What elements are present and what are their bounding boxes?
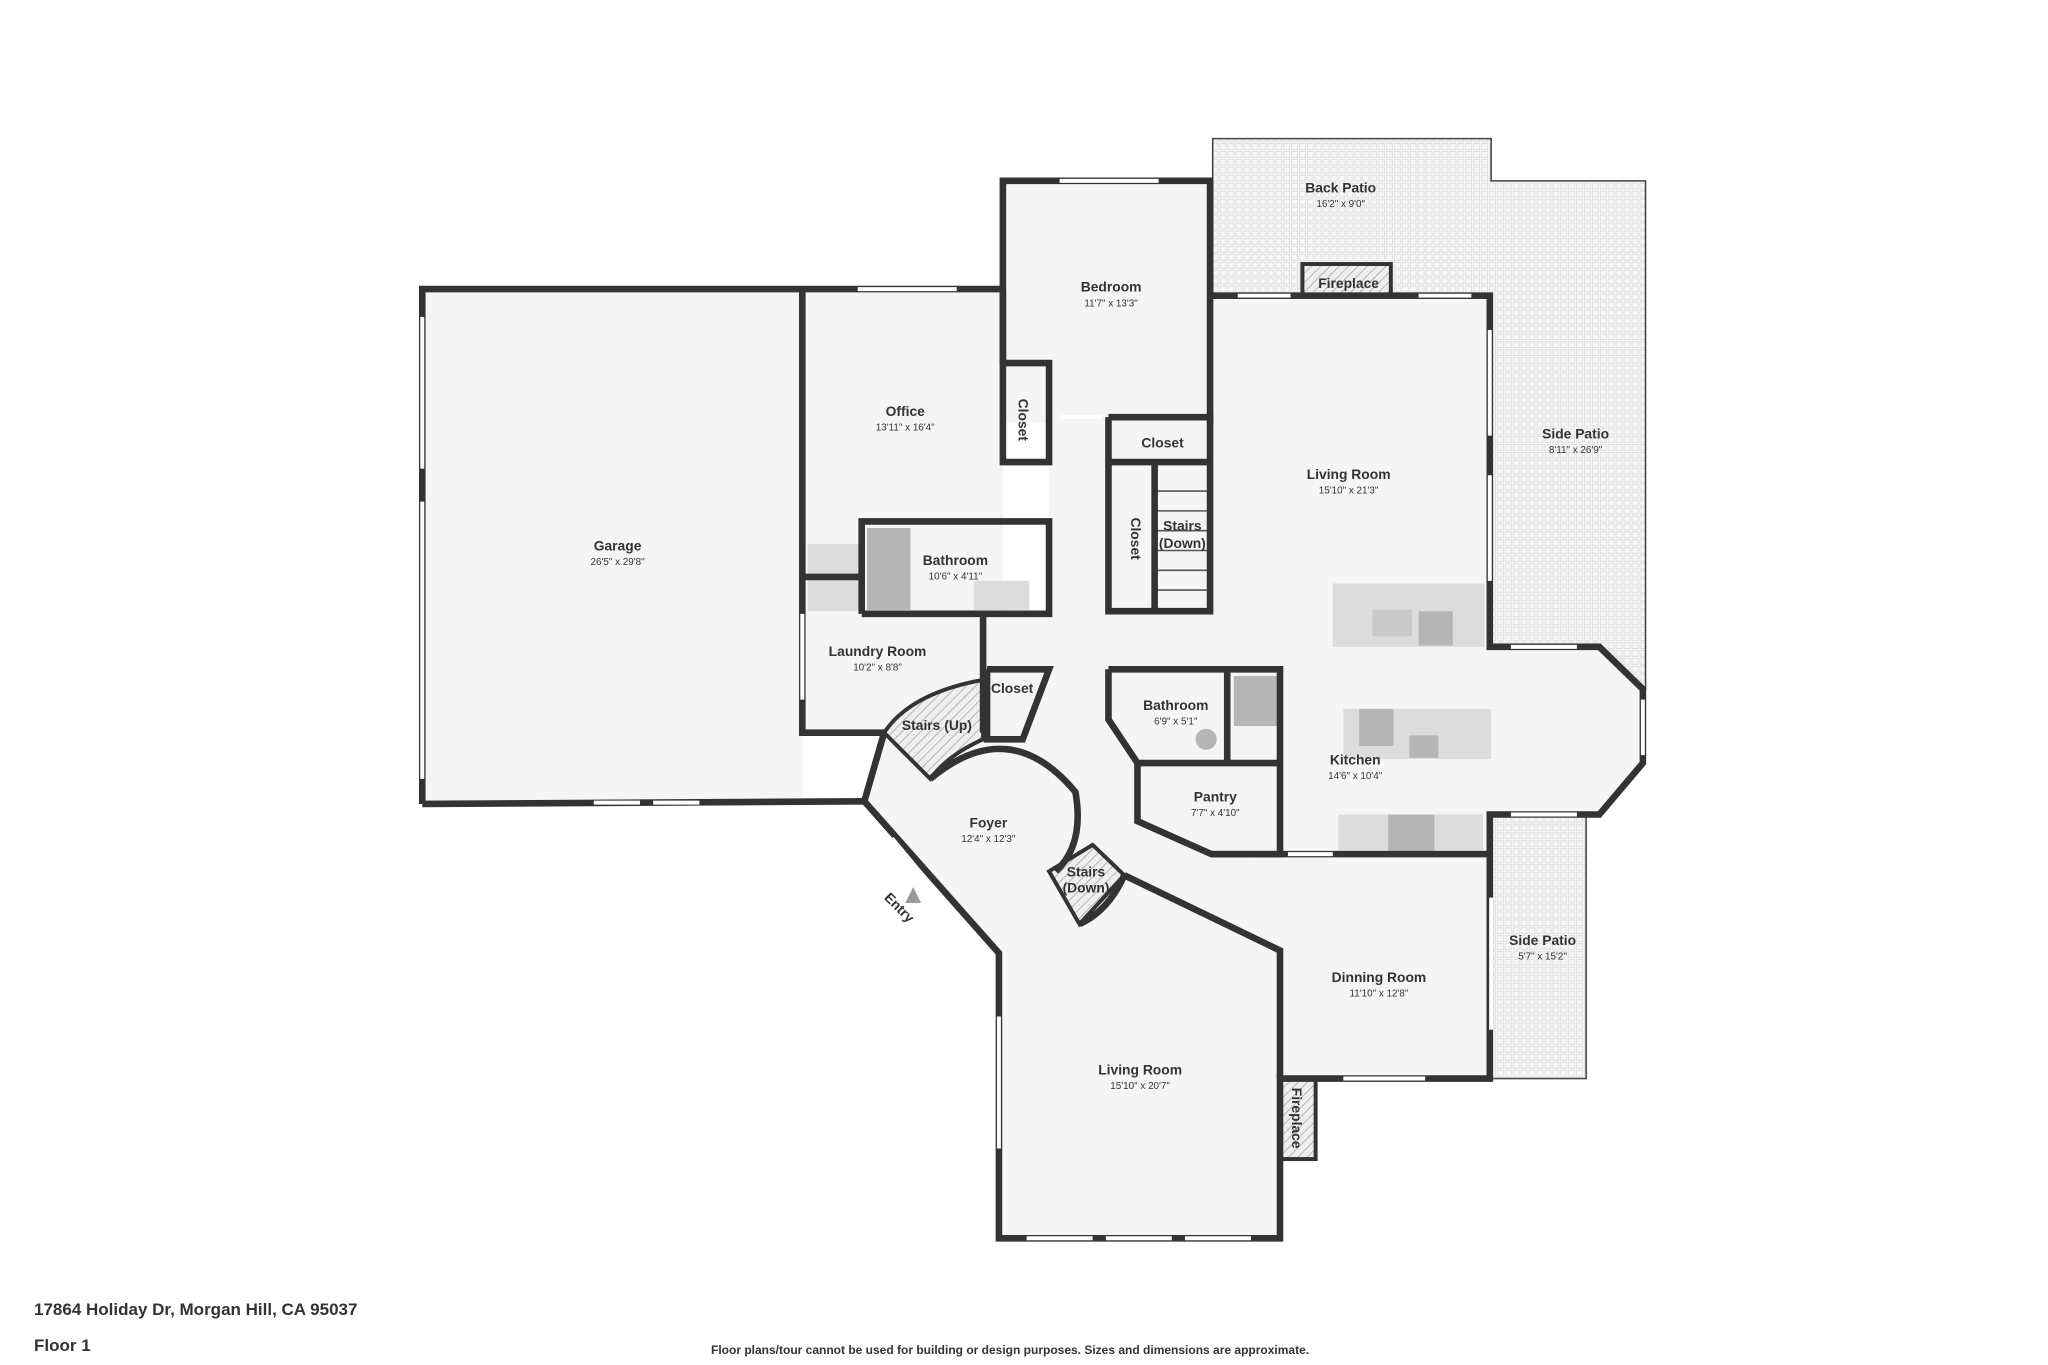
room-dims: 10'2" x 8'8" bbox=[853, 663, 902, 674]
room-name: Dinning Room bbox=[1332, 969, 1427, 985]
stairs-down-steps bbox=[1157, 490, 1211, 591]
entry-arrow-icon bbox=[905, 887, 922, 903]
room-name: Laundry Room bbox=[829, 643, 927, 659]
room-name: Stairs (Up) bbox=[902, 717, 972, 733]
room-name: Back Patio bbox=[1305, 180, 1376, 196]
room-name: Stairs bbox=[1163, 518, 1202, 534]
room-name: Side Patio bbox=[1542, 425, 1609, 441]
room-name: Bathroom bbox=[1143, 697, 1208, 713]
room-dims: 8'11" x 26'9" bbox=[1549, 445, 1603, 456]
room-dims: 10'6" x 4'11" bbox=[929, 572, 983, 583]
room-name: Foyer bbox=[970, 815, 1008, 831]
room-name: Side Patio bbox=[1509, 932, 1576, 948]
floor-fill bbox=[422, 180, 1643, 1239]
room-name: Fireplace bbox=[1318, 275, 1379, 291]
room-name: Closet bbox=[1141, 435, 1184, 451]
room-dims: 15'10" x 21'3" bbox=[1319, 486, 1379, 497]
fixtures bbox=[807, 528, 1492, 855]
room-name: Living Room bbox=[1098, 1062, 1182, 1078]
floor-label: Floor 1 bbox=[34, 1336, 91, 1355]
room-name: Closet bbox=[991, 680, 1034, 696]
room-dims: 7'7" x 4'10" bbox=[1191, 808, 1240, 819]
room-name: Pantry bbox=[1194, 788, 1237, 804]
room-labels: Back Patio 16'2" x 9'0" Bedroom 11'7" x … bbox=[590, 180, 1609, 1149]
room-name: Kitchen bbox=[1330, 751, 1381, 767]
disclaimer: Floor plans/tour cannot be used for buil… bbox=[711, 1343, 1310, 1357]
room-dims: 11'7" x 13'3" bbox=[1084, 298, 1138, 309]
room-dims: 14'6" x 10'4" bbox=[1328, 771, 1383, 782]
room-dims: 5'7" x 15'2" bbox=[1518, 952, 1567, 963]
room-name: Closet bbox=[1128, 517, 1144, 560]
room-dims: 26'5" x 29'8" bbox=[590, 557, 645, 568]
room-name: Bedroom bbox=[1081, 279, 1142, 295]
room-name: (Down) bbox=[1063, 879, 1110, 895]
room-dims: 11'10" x 12'8" bbox=[1350, 989, 1409, 1000]
room-name: Living Room bbox=[1307, 466, 1391, 482]
fireplace-back bbox=[1300, 262, 1393, 298]
room-dims: 15'10" x 20'7" bbox=[1110, 1081, 1170, 1092]
room-name: Fireplace bbox=[1289, 1088, 1305, 1149]
room-name: Garage bbox=[594, 537, 642, 553]
room-name: Bathroom bbox=[923, 552, 988, 568]
room-dims: 16'2" x 9'0" bbox=[1316, 199, 1365, 210]
property-address: 17864 Holiday Dr, Morgan Hill, CA 95037 bbox=[34, 1300, 358, 1319]
room-dims: 13'11" x 16'4" bbox=[876, 422, 935, 433]
room-name: Stairs bbox=[1067, 864, 1106, 880]
room-dims: 12'4" x 12'3" bbox=[961, 834, 1016, 845]
windows bbox=[420, 178, 1645, 1241]
room-dims: 6'9" x 5'1" bbox=[1154, 717, 1198, 728]
room-name: Office bbox=[886, 403, 926, 419]
room-name: Closet bbox=[1016, 399, 1032, 442]
room-name: (Down) bbox=[1159, 535, 1206, 551]
